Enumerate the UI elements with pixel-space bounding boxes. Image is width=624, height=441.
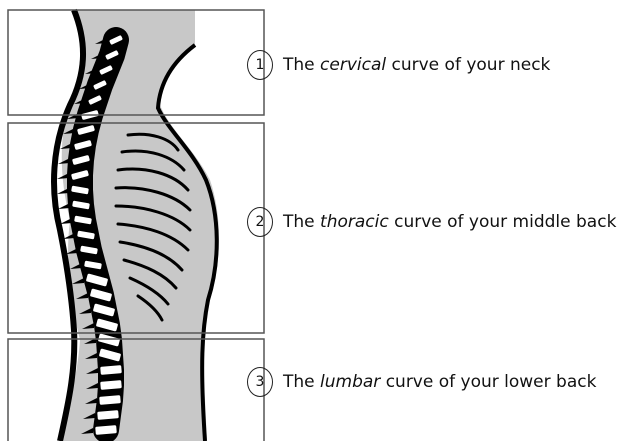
number-badge: 3 [247, 367, 273, 397]
thoracic-label: 2 The thoracic curve of your middle back [247, 205, 616, 239]
spine-illustration [0, 0, 270, 441]
label-text: The lumbar curve of your lower back [283, 372, 596, 392]
vertebra [100, 365, 123, 376]
number-badge: 2 [247, 207, 273, 237]
cervical-label: 1 The cervical curve of your neck [247, 48, 550, 82]
vertebra [99, 395, 122, 406]
label-text: The cervical curve of your neck [283, 55, 550, 75]
vertebra [97, 410, 120, 421]
vertebra [95, 425, 118, 436]
label-text: The thoracic curve of your middle back [283, 212, 616, 232]
number-badge: 1 [247, 50, 273, 80]
lumbar-label: 3 The lumbar curve of your lower back [247, 365, 596, 399]
vertebra [100, 380, 123, 391]
